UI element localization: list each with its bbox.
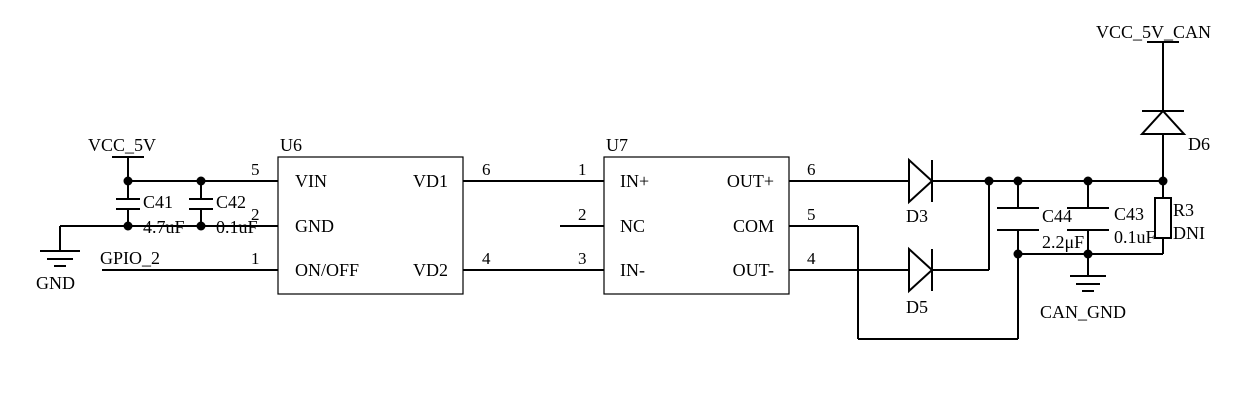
junction-dot (1013, 249, 1023, 259)
net-label-vcc-5v-can: VCC_5V_CAN (1096, 22, 1211, 42)
u6-pin-onoff-label: ON/OFF (295, 260, 359, 280)
u7-pin6-number: 6 (807, 160, 816, 179)
junction-dot (1083, 249, 1093, 259)
u7-pin5-number: 5 (807, 205, 816, 224)
d5-ref-label: D5 (906, 297, 928, 317)
u7-pin2-number: 2 (578, 205, 587, 224)
net-label-can-gnd: CAN_GND (1040, 302, 1126, 322)
d6-ref-label: D6 (1188, 134, 1210, 154)
net-label-vcc-5v: VCC_5V (88, 135, 156, 155)
junction-dot (196, 176, 206, 186)
ic-u7: U7 1 2 3 IN+ NC IN- OUT+ COM OUT- 6 5 4 (578, 135, 816, 295)
u7-pin-com-label: COM (733, 216, 774, 236)
c41-value-label: 4.7uF (143, 217, 185, 237)
net-label-gnd: GND (36, 273, 75, 293)
c44-value-label: 2.2μF (1042, 232, 1084, 252)
u6-pin4-number: 4 (482, 249, 491, 268)
u6-pin-vd1-label: VD1 (413, 171, 448, 191)
r3-value-label: DNI (1173, 223, 1205, 243)
junction-dot (1158, 176, 1168, 186)
u6-pin1-number: 1 (251, 249, 260, 268)
can-gnd-symbol (1070, 275, 1106, 292)
capacitor-c42 (189, 198, 213, 210)
capacitor-c44 (997, 207, 1039, 231)
junction-dot (1013, 176, 1023, 186)
u7-ref-label: U7 (606, 135, 628, 155)
junction-dot (123, 221, 133, 231)
c43-value-label: 0.1uF (1114, 227, 1156, 247)
u7-pin1-number: 1 (578, 160, 587, 179)
u6-pin-vin-label: VIN (295, 171, 327, 191)
net-label-gpio-2: GPIO_2 (100, 248, 160, 268)
u7-pin-outm-label: OUT- (733, 260, 774, 280)
junction-dot (1083, 176, 1093, 186)
u7-pin-nc-label: NC (620, 216, 645, 236)
c41-ref-label: C41 (143, 192, 173, 212)
u6-pin5-number: 5 (251, 160, 260, 179)
u7-pin-inm-label: IN- (620, 260, 645, 280)
capacitor-c41 (116, 198, 140, 210)
u6-pin-vd2-label: VD2 (413, 260, 448, 280)
junction-dot (984, 176, 994, 186)
u6-pin2-number: 2 (251, 205, 260, 224)
resistor-r3 (1154, 197, 1172, 239)
c43-ref-label: C43 (1114, 204, 1144, 224)
gnd-symbol (40, 250, 80, 267)
u6-pin-gnd-label: GND (295, 216, 334, 236)
c44-ref-label: C44 (1042, 206, 1072, 226)
diode-d6 (1139, 109, 1187, 135)
u6-u7-wires (463, 180, 604, 271)
u6-pin6-number: 6 (482, 160, 491, 179)
c42-ref-label: C42 (216, 192, 246, 212)
u7-pin-outp-label: OUT+ (727, 171, 774, 191)
d3-ref-label: D3 (906, 206, 928, 226)
ic-u6: U6 5 2 1 VIN GND ON/OFF VD1 VD2 6 4 (251, 135, 491, 295)
u7-pin4-number: 4 (807, 249, 816, 268)
input-power-section (59, 156, 278, 271)
diode-d3 (908, 157, 934, 205)
u6-ref-label: U6 (280, 135, 302, 155)
r3-ref-label: R3 (1173, 200, 1194, 220)
capacitor-c43 (1067, 207, 1109, 231)
junction-dot (123, 176, 133, 186)
u7-pin-inp-label: IN+ (620, 171, 649, 191)
u7-pin3-number: 3 (578, 249, 587, 268)
junction-dot (196, 221, 206, 231)
output-wires (789, 42, 1164, 340)
c42-value-label: 0.1uF (216, 217, 258, 237)
diode-d5 (908, 246, 934, 294)
